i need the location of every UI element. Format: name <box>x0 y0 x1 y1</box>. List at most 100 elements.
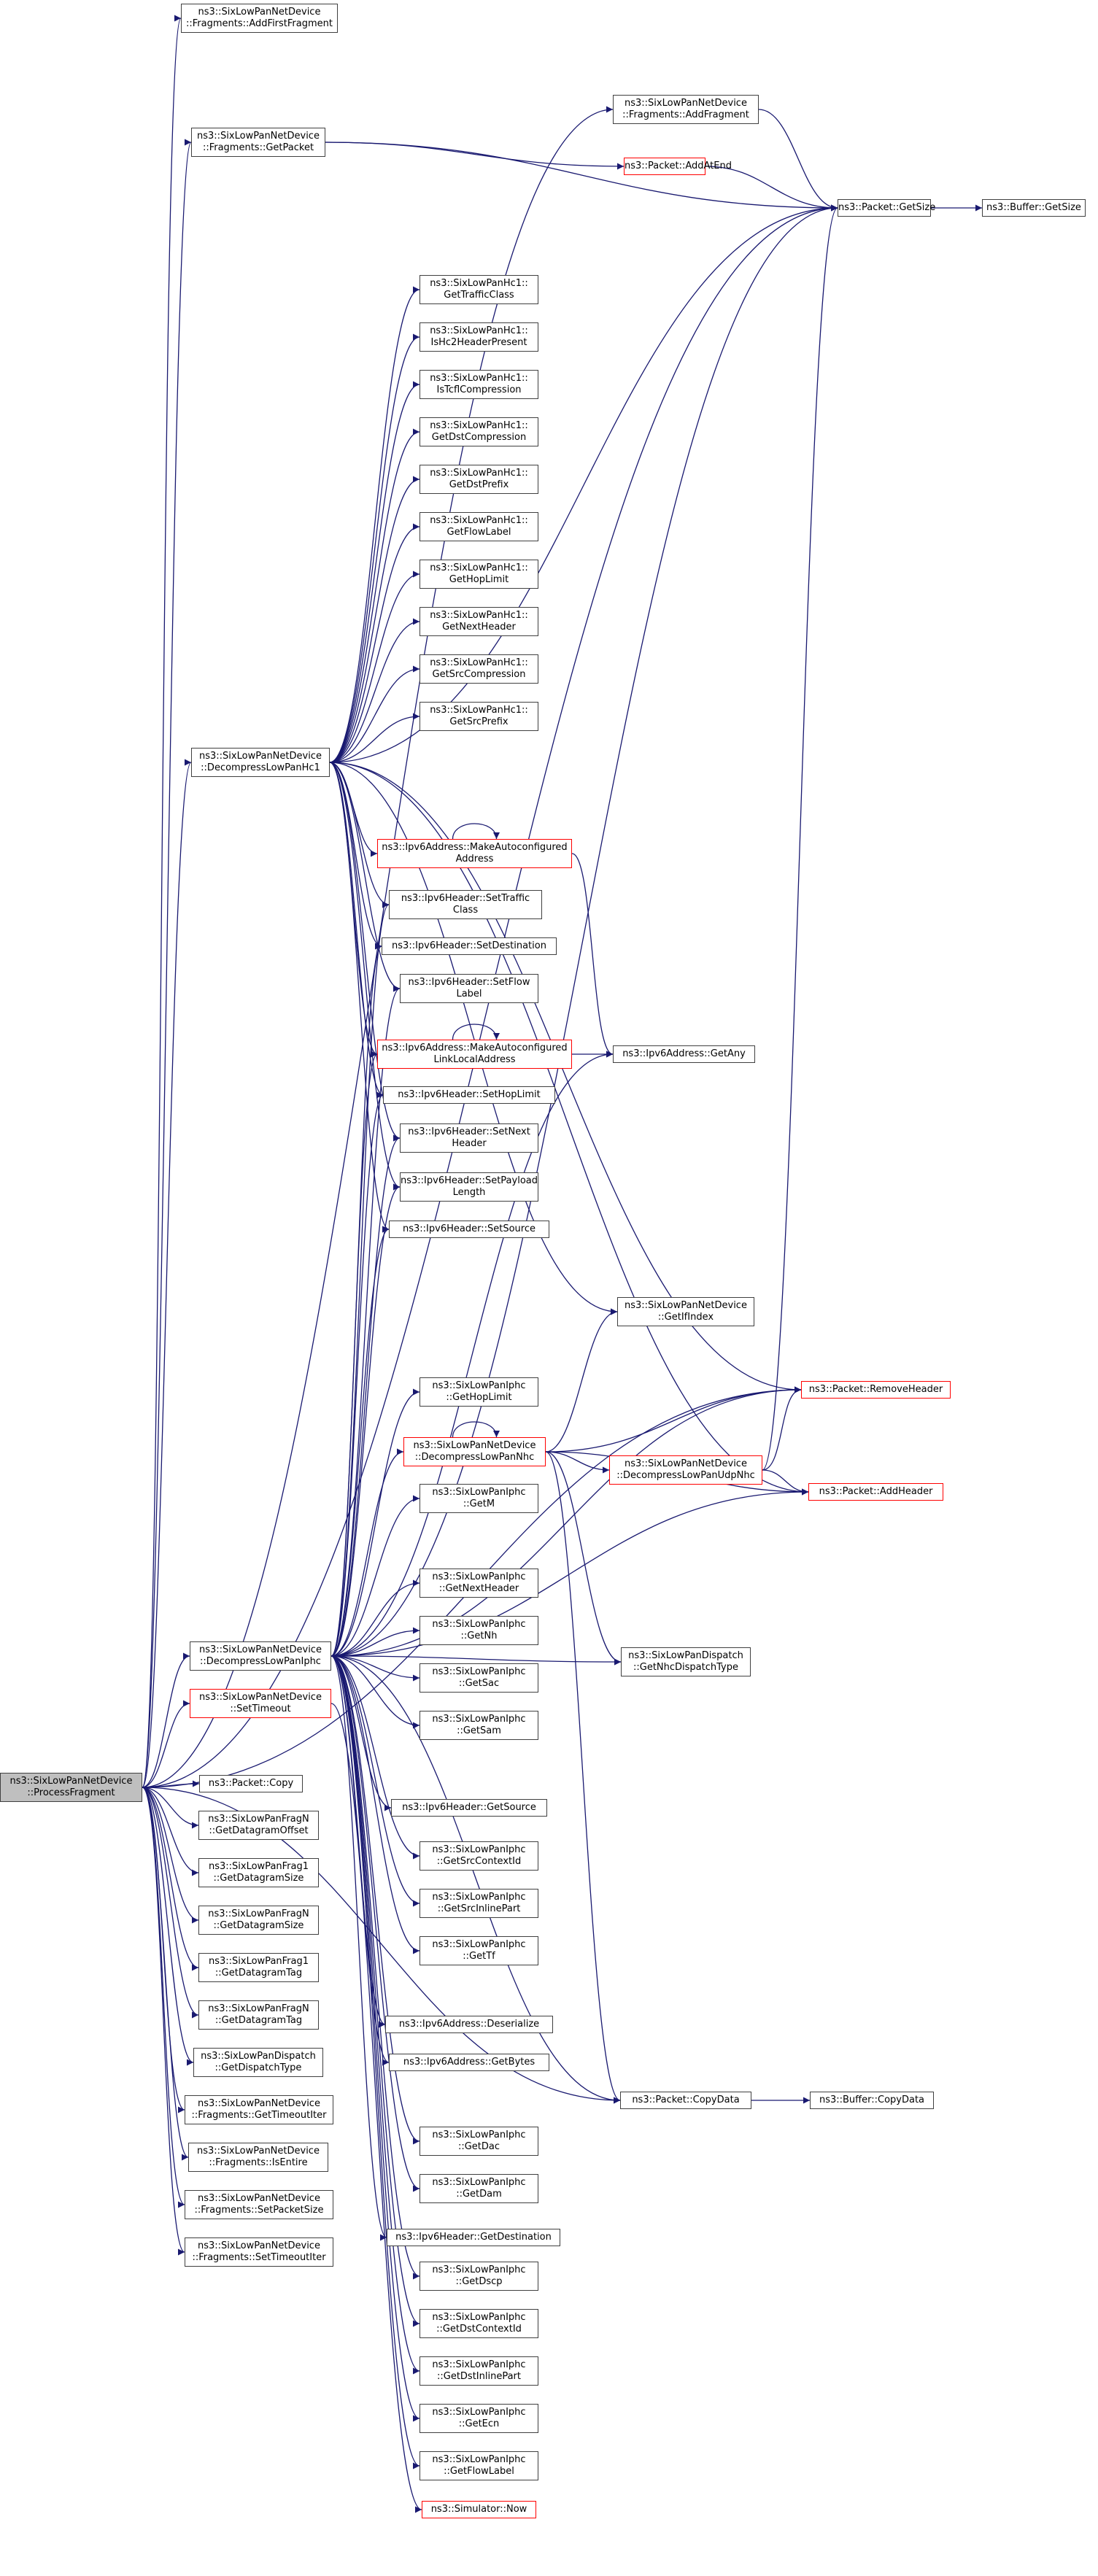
function-node-label: ns3::Packet::Copy <box>208 1778 294 1789</box>
function-node-n23[interactable]: ns3::Ipv6Address::GetAny <box>613 1045 755 1063</box>
function-node-n60[interactable]: ns3::SixLowPanNetDevice::Fragments::SetP… <box>185 2190 333 2219</box>
function-node-label: ::GetDatagramTag <box>214 2015 303 2026</box>
function-node-label: ::SetTimeout <box>230 1703 291 1714</box>
function-node-n65[interactable]: ns3::SixLowPanIphc::GetDstContextId <box>420 2309 538 2338</box>
function-node-n11[interactable]: ns3::SixLowPanHc1::GetDstPrefix <box>420 465 538 494</box>
function-node-n30[interactable]: ns3::Packet::RemoveHeader <box>801 1381 951 1399</box>
function-node-n4[interactable]: ns3::Buffer::GetSize <box>982 199 1086 217</box>
call-edge-n0-n5 <box>142 139 192 1788</box>
function-node-n42[interactable]: ns3::Packet::Copy <box>199 1775 303 1792</box>
function-node-n68[interactable]: ns3::SixLowPanIphc::GetFlowLabel <box>420 2451 538 2480</box>
function-node-label: ::GetDatagramOffset <box>209 1825 309 1836</box>
function-node-n64[interactable]: ns3::SixLowPanIphc::GetDscp <box>420 2262 538 2291</box>
function-node-n17[interactable]: ns3::SixLowPanNetDevice::DecompressLowPa… <box>191 748 330 777</box>
function-node-n63[interactable]: ns3::Ipv6Header::GetDestination <box>387 2229 560 2246</box>
function-node-n49[interactable]: ns3::SixLowPanIphc::GetTf <box>420 1936 538 1965</box>
function-node-n66[interactable]: ns3::SixLowPanIphc::GetDstInlinePart <box>420 2356 538 2386</box>
function-node-n67[interactable]: ns3::SixLowPanIphc::GetEcn <box>420 2404 538 2433</box>
function-node-n5[interactable]: ns3::SixLowPanNetDevice::Fragments::GetP… <box>191 128 325 157</box>
function-node-n69[interactable]: ns3::Simulator::Now <box>422 2501 536 2518</box>
function-node-n57[interactable]: ns3::Buffer::CopyData <box>810 2092 934 2109</box>
function-node-n61[interactable]: ns3::SixLowPanIphc::GetDam <box>420 2174 538 2203</box>
function-node-n32[interactable]: ns3::SixLowPanNetDevice::DecompressLowPa… <box>609 1455 762 1485</box>
function-node-label: GetHopLimit <box>449 574 509 585</box>
function-node-n53[interactable]: ns3::SixLowPanDispatch::GetDispatchType <box>193 2048 323 2077</box>
function-node-n14[interactable]: ns3::SixLowPanHc1::GetNextHeader <box>420 607 538 636</box>
function-node-n40[interactable]: ns3::SixLowPanNetDevice::SetTimeout <box>190 1689 331 1718</box>
function-node-n47[interactable]: ns3::SixLowPanIphc::GetSrcInlinePart <box>420 1889 538 1918</box>
call-edge-n38-n68 <box>330 1655 420 2469</box>
call-edge-n38-n25 <box>330 1134 401 1657</box>
function-node-n59[interactable]: ns3::SixLowPanIphc::GetDac <box>420 2127 538 2156</box>
function-node-n7[interactable]: ns3::SixLowPanHc1::GetTrafficClass <box>420 275 538 304</box>
function-node-n54[interactable]: ns3::Ipv6Address::GetBytes <box>389 2054 549 2071</box>
function-node-n55[interactable]: ns3::SixLowPanNetDevice::Fragments::GetT… <box>185 2095 333 2124</box>
function-node-n46[interactable]: ns3::SixLowPanFrag1::GetDatagramSize <box>198 1858 319 1887</box>
function-node-label: Length <box>452 1187 486 1198</box>
function-node-n45[interactable]: ns3::SixLowPanIphc::GetSrcContextId <box>420 1841 538 1871</box>
function-node-n24[interactable]: ns3::Ipv6Header::SetHopLimit <box>383 1086 555 1104</box>
function-node-label: GetFlowLabel <box>446 527 511 538</box>
function-node-n3[interactable]: ns3::Packet::GetSize <box>838 199 935 217</box>
function-node-n13[interactable]: ns3::SixLowPanHc1::GetHopLimit <box>420 560 538 589</box>
function-node-n28[interactable]: ns3::SixLowPanNetDevice::GetIfIndex <box>617 1297 754 1326</box>
function-node-n20[interactable]: ns3::Ipv6Header::SetDestination <box>382 937 557 955</box>
function-node-n10[interactable]: ns3::SixLowPanHc1::GetDstCompression <box>420 417 538 446</box>
function-node-n27[interactable]: ns3::Ipv6Header::SetSource <box>389 1221 549 1238</box>
function-node-n2[interactable]: ns3::SixLowPanNetDevice::Fragments::AddF… <box>613 95 759 124</box>
call-edge-n38-n23 <box>330 1051 614 1657</box>
function-node-label: ::GetDatagramSize <box>213 1873 304 1884</box>
function-node-n9[interactable]: ns3::SixLowPanHc1::IsTcflCompression <box>420 370 538 399</box>
function-node-n15[interactable]: ns3::SixLowPanHc1::GetSrcCompression <box>420 654 538 684</box>
call-edge-n0-n50 <box>142 1787 199 1971</box>
function-node-label: ns3::SixLowPanIphc <box>432 1844 526 1855</box>
function-node-n8[interactable]: ns3::SixLowPanHc1::IsHc2HeaderPresent <box>420 322 538 352</box>
function-node-n31[interactable]: ns3::SixLowPanNetDevice::DecompressLowPa… <box>403 1437 546 1466</box>
function-node-n36[interactable]: ns3::SixLowPanIphc::GetNh <box>420 1616 538 1645</box>
function-node-n35[interactable]: ns3::SixLowPanIphc::GetNextHeader <box>420 1569 538 1598</box>
call-edge-n17-n28 <box>329 762 618 1315</box>
function-node-label: GetSrcPrefix <box>449 716 509 727</box>
function-node-n12[interactable]: ns3::SixLowPanHc1::GetFlowLabel <box>420 512 538 541</box>
function-node-label: ns3::SixLowPanIphc <box>432 2407 526 2418</box>
function-node-n33[interactable]: ns3::Packet::AddHeader <box>808 1483 943 1501</box>
call-edge-n17-n10 <box>329 428 420 763</box>
function-node-n1[interactable]: ns3::SixLowPanNetDevice::Fragments::AddF… <box>181 4 338 33</box>
function-node-n6[interactable]: ns3::Packet::AddAtEnd <box>624 158 732 175</box>
function-node-n48[interactable]: ns3::SixLowPanFragN::GetDatagramSize <box>198 1906 319 1935</box>
function-node-n51[interactable]: ns3::SixLowPanFragN::GetDatagramTag <box>198 2000 319 2030</box>
function-node-n16[interactable]: ns3::SixLowPanHc1::GetSrcPrefix <box>420 702 538 731</box>
function-node-label: ns3::SixLowPanHc1:: <box>430 562 528 573</box>
function-node-n38[interactable]: ns3::SixLowPanNetDevice::DecompressLowPa… <box>190 1641 331 1671</box>
function-node-label: ns3::Buffer::GetSize <box>986 202 1081 213</box>
function-node-n52[interactable]: ns3::Ipv6Address::Deserialize <box>385 2016 553 2033</box>
function-node-n50[interactable]: ns3::SixLowPanFrag1::GetDatagramTag <box>198 1953 319 1982</box>
function-node-n43[interactable]: ns3::Ipv6Header::GetSource <box>391 1799 547 1817</box>
function-node-label: ::GetNh <box>460 1631 498 1641</box>
function-node-n56[interactable]: ns3::Packet::CopyData <box>620 2092 751 2109</box>
function-node-n41[interactable]: ns3::SixLowPanIphc::GetSam <box>420 1711 538 1740</box>
function-node-n29[interactable]: ns3::SixLowPanIphc::GetHopLimit <box>420 1377 538 1407</box>
function-node-label: ns3::Ipv6Address::GetAny <box>622 1048 746 1059</box>
function-node-n39[interactable]: ns3::SixLowPanIphc::GetSac <box>420 1663 538 1693</box>
function-node-n44[interactable]: ns3::SixLowPanFragN::GetDatagramOffset <box>198 1811 319 1840</box>
function-node-label: ns3::SixLowPanFrag1 <box>208 1861 309 1872</box>
function-node-n62[interactable]: ns3::SixLowPanNetDevice::Fragments::SetT… <box>185 2237 333 2267</box>
call-edge-n0-n58 <box>142 1787 189 2161</box>
function-node-label: ns3::Packet::AddHeader <box>819 1486 933 1497</box>
function-node-label: ns3::SixLowPanDispatch <box>201 2051 316 2062</box>
function-node-label: ::DecompressLowPanNhc <box>414 1452 535 1463</box>
function-node-n34[interactable]: ns3::SixLowPanIphc::GetM <box>420 1484 538 1513</box>
function-node-n58[interactable]: ns3::SixLowPanNetDevice::Fragments::IsEn… <box>188 2143 328 2172</box>
function-node-n37[interactable]: ns3::SixLowPanDispatch::GetNhcDispatchTy… <box>621 1647 751 1676</box>
function-node-label: ::GetM <box>463 1498 495 1509</box>
call-edge-n0-n51 <box>142 1787 199 2019</box>
function-node-label: ::GetSam <box>457 1725 501 1736</box>
function-node-label: ns3::SixLowPanFragN <box>208 2003 309 2014</box>
